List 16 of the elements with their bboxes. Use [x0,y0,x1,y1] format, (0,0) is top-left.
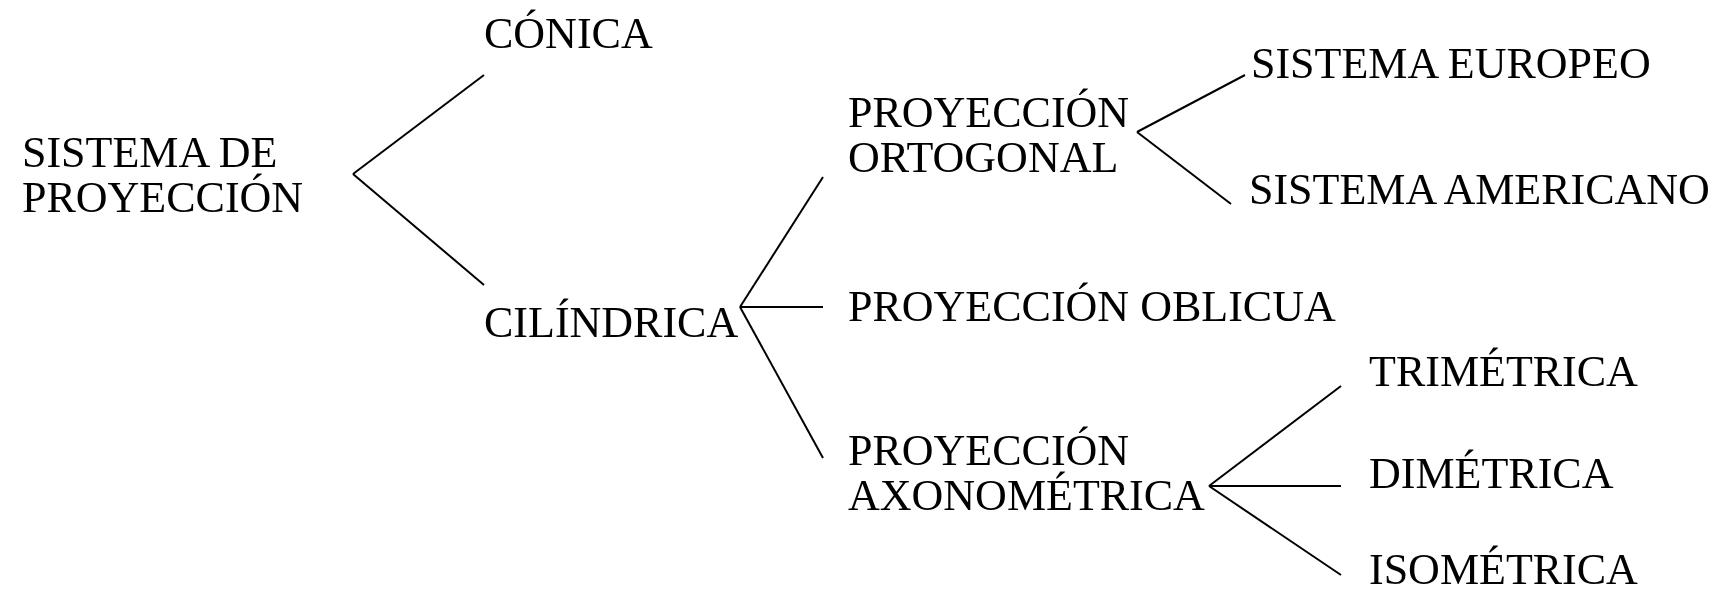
branch-line [352,173,485,286]
branch-line [739,306,824,459]
node-label: TRIMÉTRICA [1369,349,1639,395]
branch-line [1136,74,1246,133]
branch-line [1208,485,1342,487]
branch-line [739,176,824,308]
branch-line [739,306,824,308]
branch-line [1208,385,1342,487]
branch-line [1136,131,1232,205]
branch-line [1208,485,1342,576]
node-label: SISTEMA AMERICANO [1249,167,1711,213]
node-label: SISTEMA DE PROYECCIÓN [22,131,305,221]
node-label: DIMÉTRICA [1369,451,1615,497]
node-label: PROYECCIÓN OBLICUA [848,284,1337,330]
node-label: SISTEMA EUROPEO [1251,41,1652,87]
branch-line [352,74,485,175]
